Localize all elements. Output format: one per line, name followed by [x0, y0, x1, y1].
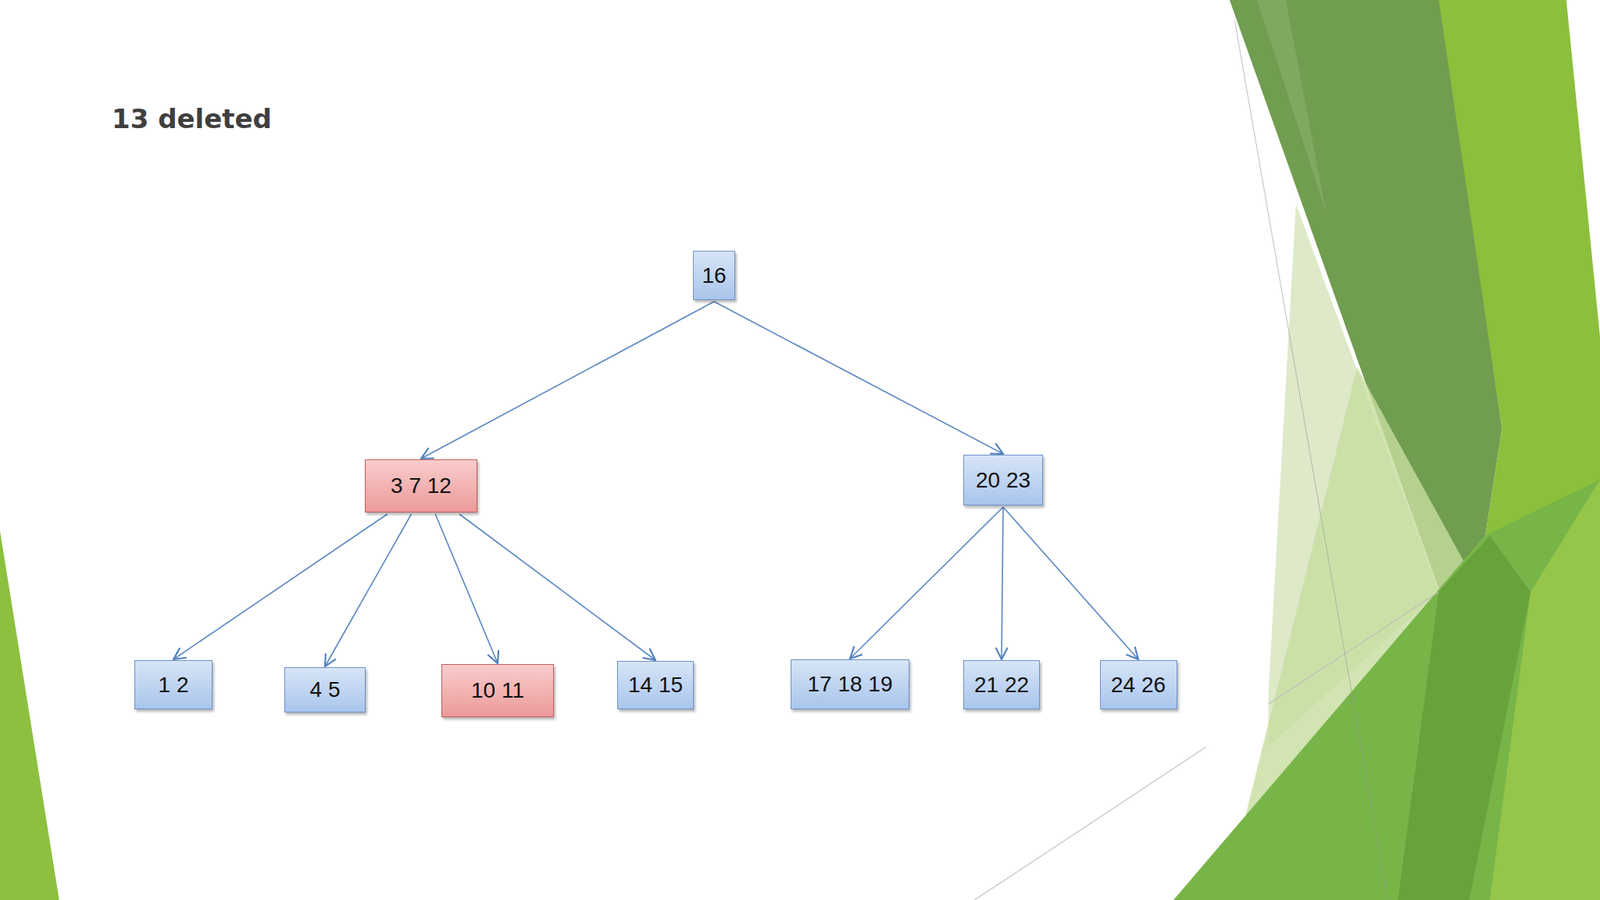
node-keys: 24 26 — [1110, 672, 1166, 698]
node-keys: 20 23 — [975, 467, 1031, 493]
node-keys: 3 7 12 — [390, 473, 452, 499]
thin-line — [1234, 20, 1388, 900]
green-shape — [1489, 479, 1600, 900]
btree-node: 4 5 — [284, 667, 366, 713]
green-shape — [1257, 0, 1327, 215]
tree-edge — [1001, 507, 1004, 660]
slide-title: 13 deleted — [111, 103, 272, 135]
tree-edge — [714, 301, 1004, 454]
node-keys: 4 5 — [310, 677, 341, 703]
node-keys: 17 18 19 — [807, 671, 893, 697]
btree-node: 14 15 — [617, 660, 694, 710]
node-keys: 10 11 — [471, 678, 525, 704]
node-keys: 21 22 — [974, 672, 1029, 698]
tree-edge — [435, 514, 498, 664]
btree-node: 1 2 — [134, 660, 213, 710]
btree-node: 17 18 19 — [790, 659, 910, 710]
btree-node: 3 7 12 — [364, 459, 478, 513]
btree-node: 20 23 — [963, 454, 1043, 506]
thin-line — [974, 746, 1206, 900]
tree-edge — [173, 514, 388, 660]
btree-node: 10 11 — [441, 664, 554, 718]
tree-edge — [459, 514, 656, 661]
tree-edge — [850, 507, 1004, 659]
btree-node: 24 26 — [1100, 660, 1178, 710]
node-keys: 14 15 — [628, 672, 683, 698]
tree-edge — [421, 301, 715, 459]
tree-edge — [1003, 507, 1139, 660]
btree-node: 21 22 — [963, 660, 1040, 710]
node-keys: 16 — [701, 263, 726, 289]
thin-line — [1268, 592, 1440, 705]
green-shape — [1173, 479, 1600, 900]
node-keys: 1 2 — [158, 672, 190, 698]
green-shape — [0, 530, 60, 900]
tree-edge — [325, 514, 412, 667]
btree-node: 16 — [692, 250, 736, 300]
